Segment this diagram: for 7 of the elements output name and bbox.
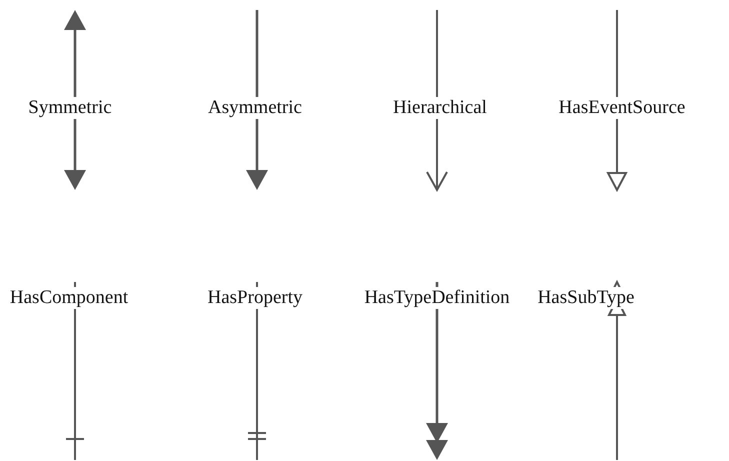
reference-type-label: HasTypeDefinition (363, 287, 511, 309)
reference-type-label: Symmetric (27, 97, 113, 119)
reference-type-label: Hierarchical (392, 97, 488, 119)
reference-type-label: HasComponent (8, 287, 130, 309)
reference-type-label: HasProperty (206, 287, 304, 309)
reference-type-label: HasEventSource (558, 97, 686, 119)
reference-type-label: Asymmetric (207, 97, 303, 119)
